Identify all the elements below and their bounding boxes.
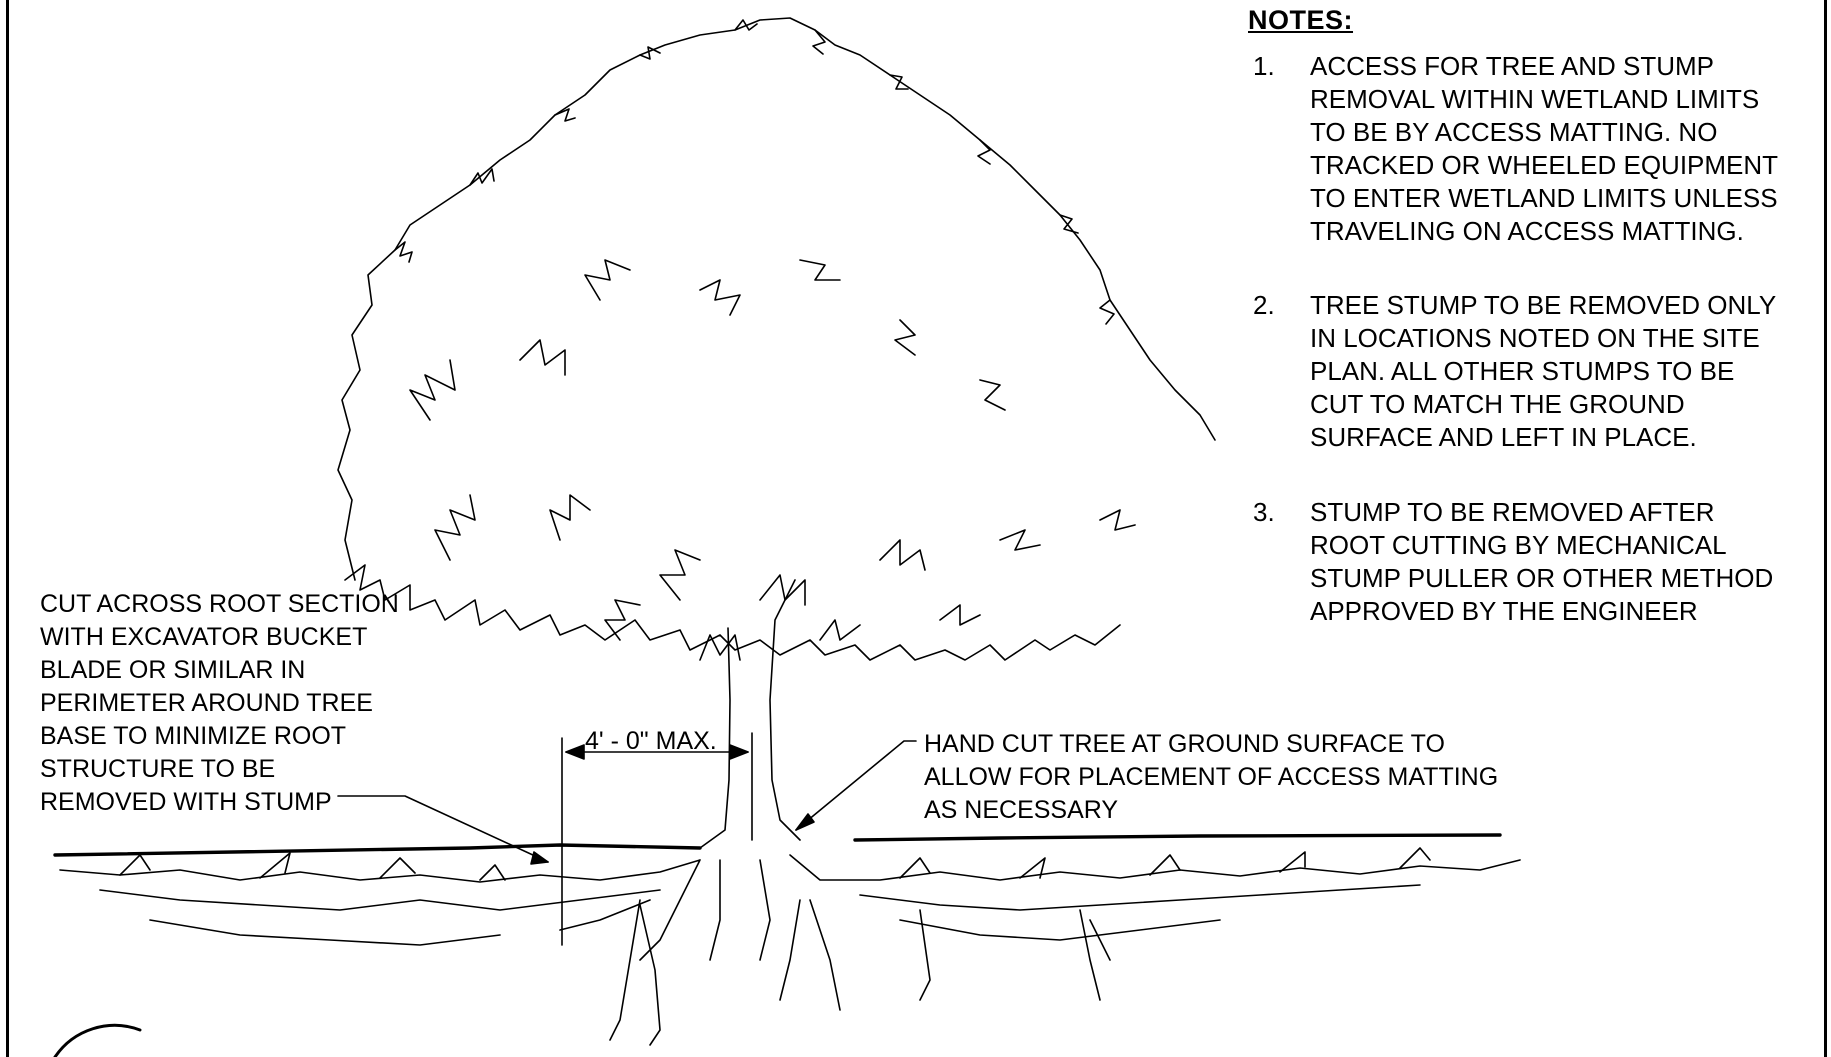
root-mass (59, 854, 1521, 961)
tree-trunk-right (769, 579, 801, 841)
hand-cut-leader (795, 740, 917, 831)
note-text: TREE STUMP TO BE REMOVED ONLY IN LOCATIO… (1310, 290, 1776, 452)
notes-title: NOTES: (1248, 5, 1354, 35)
ground-surface (53, 833, 1502, 857)
note-number: 1. (1253, 51, 1275, 81)
sheet-border-left (6, 0, 9, 1057)
note-text: STUMP TO BE REMOVED AFTER ROOT CUTTING B… (1310, 497, 1774, 626)
detail-callout-bubble (53, 1023, 142, 1057)
root-cut-callout: CUT ACROSS ROOT SECTION WITH EXCAVATOR B… (40, 590, 399, 816)
sheet-border-right (1824, 0, 1827, 1057)
note-text: ACCESS FOR TREE AND STUMP REMOVAL WITHIN… (1310, 51, 1778, 246)
tree-canopy-lower-foliage (344, 564, 1121, 661)
tree-trunk-left (699, 627, 731, 849)
note-number: 3. (1253, 497, 1275, 527)
tree-canopy-outline (337, 17, 1216, 581)
note-number: 2. (1253, 290, 1275, 320)
root-cut-leader (337, 795, 549, 863)
hand-cut-callout: HAND CUT TREE AT GROUND SURFACE TO ALLOW… (924, 730, 1499, 824)
notes-block: NOTES: 1. ACCESS FOR TREE AND STUMP REMO… (1248, 4, 1808, 626)
dimension-label: 4' - 0" MAX. (585, 727, 717, 755)
